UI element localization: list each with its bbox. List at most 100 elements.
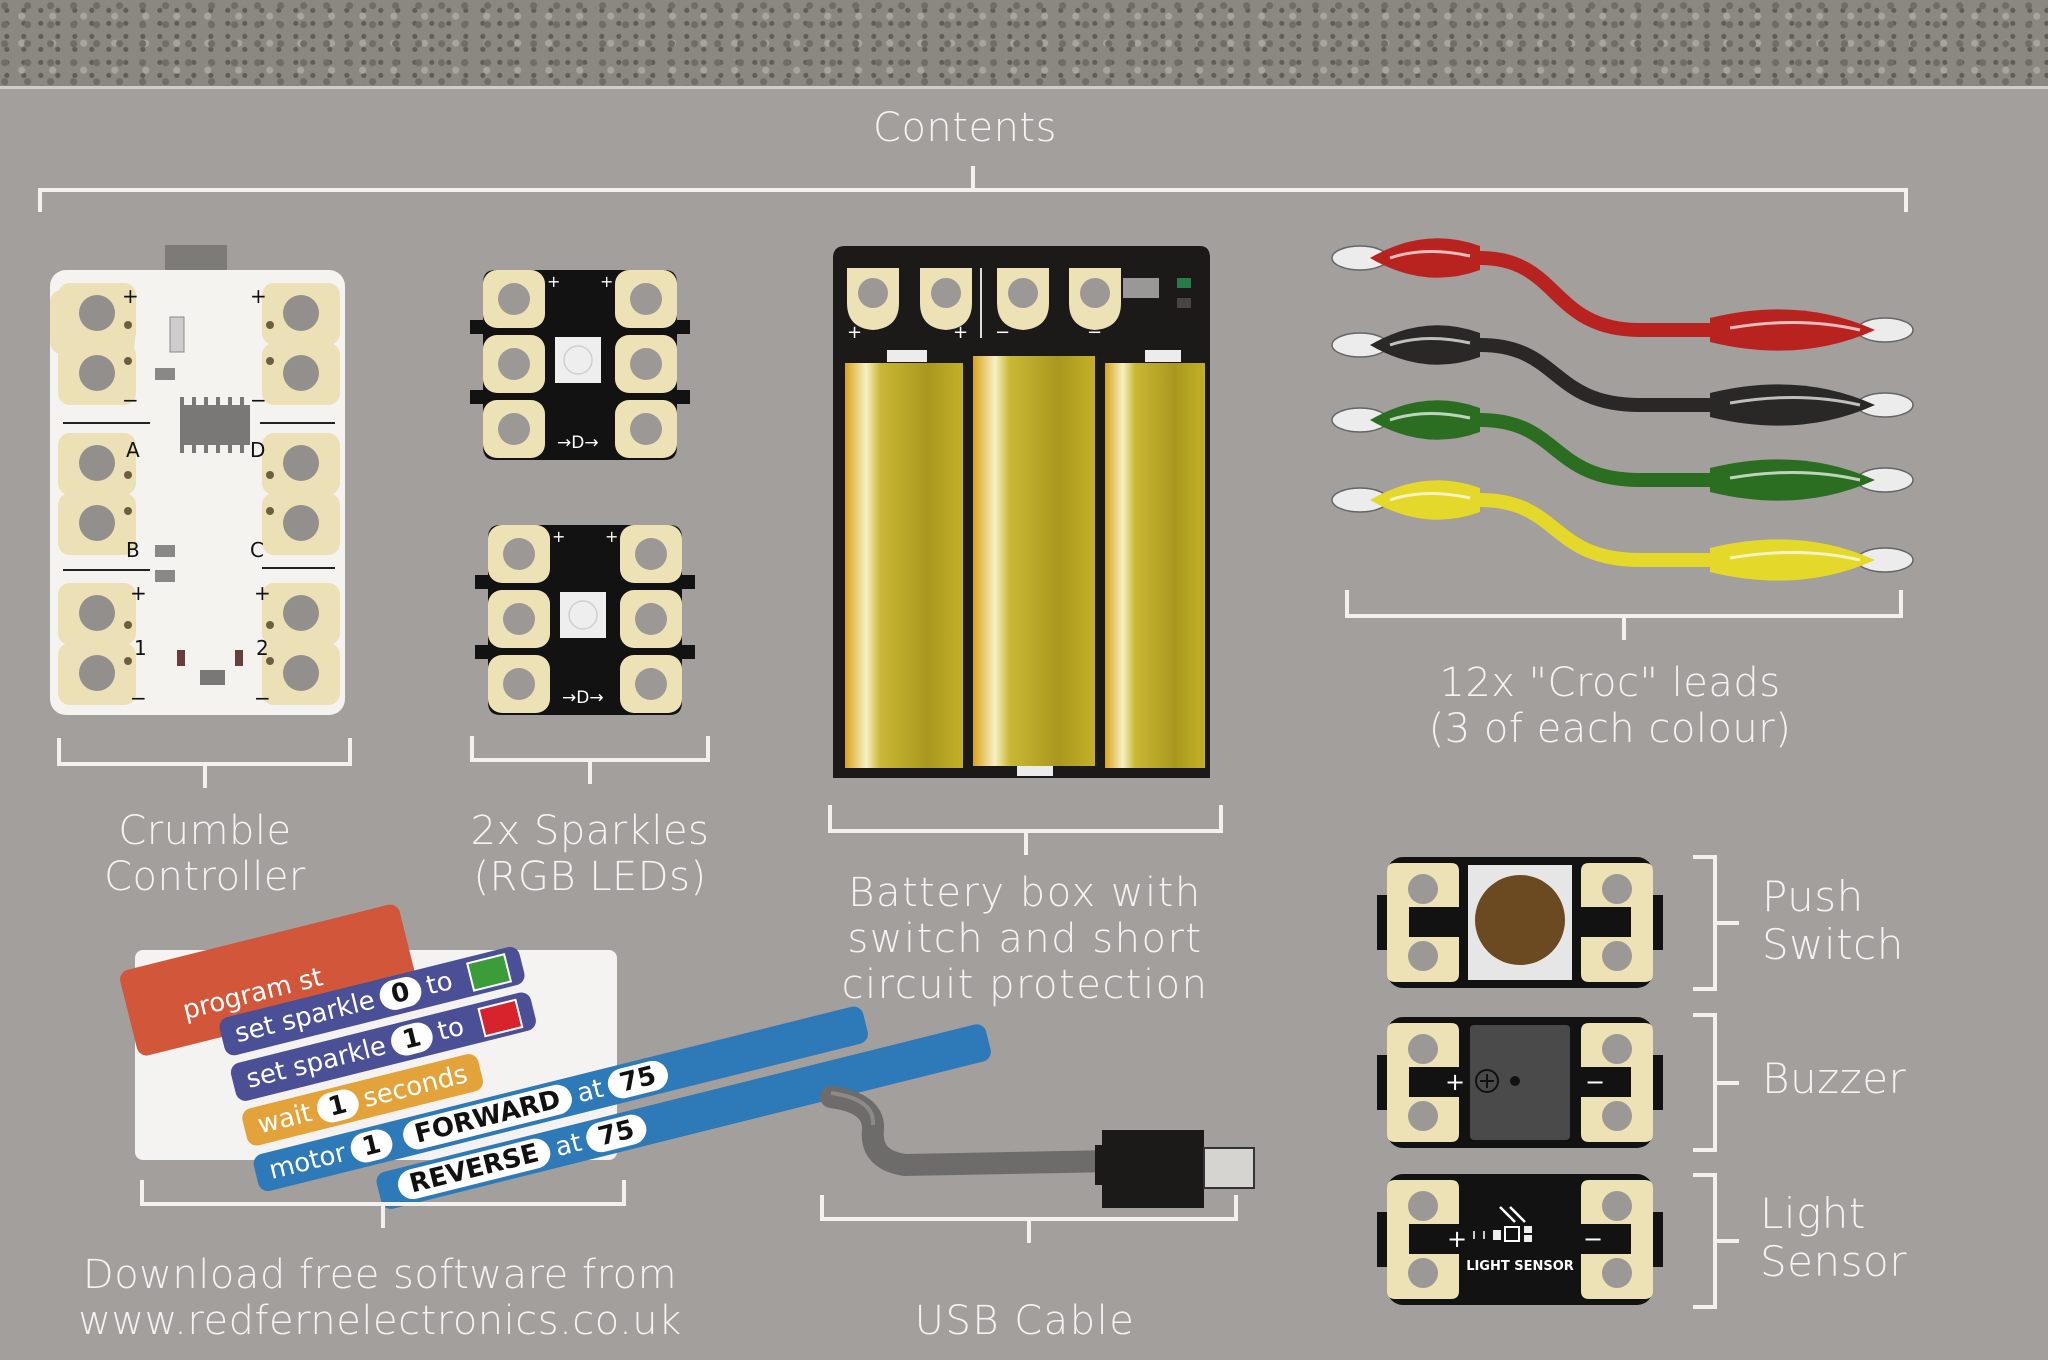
crumble-terminal-pad — [58, 343, 136, 405]
module-terminal-pad — [1581, 863, 1653, 982]
light-sensor-silkscreen: LIGHT SENSOR — [1466, 1259, 1574, 1274]
contents-bracket — [38, 166, 1908, 212]
sparkle-terminal-pad — [488, 525, 550, 583]
crumble-plus-left-2: + — [130, 581, 147, 605]
battery-cell — [1105, 363, 1205, 768]
usb-label: USB Cable — [914, 1298, 1136, 1344]
crumble-terminal-pad — [262, 583, 340, 645]
battery-label-line3: circuit protection — [841, 962, 1209, 1008]
croc-label-line1: 12x "Croc" leads — [1439, 660, 1781, 706]
block-text: at — [552, 1127, 585, 1164]
sparkle-terminal-pad — [488, 655, 550, 713]
sparkles-bracket — [470, 736, 710, 784]
sparkle-terminal-pad — [615, 400, 677, 458]
crumble-pin-d: D — [250, 438, 265, 462]
sparkles-label: 2x Sparkles (RGB LEDs) — [440, 808, 740, 900]
crumble-minus-right-2: − — [254, 686, 271, 710]
push-switch-label-line2: Switch — [1762, 920, 1904, 970]
contents-title: Contents — [873, 105, 1057, 151]
battery-box: + + − − — [833, 246, 1210, 778]
crumble-pin-c: C — [250, 538, 264, 562]
battery-cell — [973, 356, 1095, 766]
battery-label-line1: Battery box with — [848, 870, 1202, 916]
push-switch-label: Push Switch — [1762, 872, 1904, 970]
push-switch-module — [1377, 857, 1663, 988]
sparkle-plus: + — [552, 527, 565, 546]
block-text: to — [423, 966, 456, 1002]
block-text: to — [434, 1011, 468, 1048]
sparkle-terminal-pad — [620, 525, 682, 583]
rgb-led — [560, 592, 606, 638]
usb-c-plug — [1203, 1147, 1255, 1189]
block-text: at — [573, 1073, 607, 1110]
crumble-plus-right: + — [250, 284, 267, 308]
battery-terminal-pad — [920, 268, 972, 330]
module-terminal-pad — [1387, 1023, 1459, 1142]
sparkle-terminal-pad — [620, 590, 682, 648]
light-sensor-module: + −LIGHT SENSOR — [1377, 1174, 1663, 1305]
crumble-minus-left: − — [122, 388, 139, 412]
push-switch-bracket — [1693, 855, 1739, 991]
battery-bracket — [828, 805, 1223, 855]
software-bracket — [140, 1180, 626, 1228]
sparkle-terminal-pad — [620, 655, 682, 713]
software-label: Download free software from www.redferne… — [60, 1252, 700, 1344]
sparkle-index-0: 0 — [376, 973, 425, 1014]
light-sensor-label: Light Sensor — [1760, 1189, 1907, 1287]
sparkle-terminal-pad — [483, 400, 545, 458]
sparkle-index-1: 1 — [387, 1019, 436, 1059]
crumble-terminal-pad — [58, 433, 136, 495]
sparkle-data-direction: →D→ — [557, 433, 599, 453]
light-sensor-plus: + — [1447, 1225, 1467, 1253]
module-terminal-pad — [1387, 1180, 1459, 1299]
crumble-terminal-pad — [262, 343, 340, 405]
croc-lead — [1331, 325, 1914, 426]
light-sensor-icon — [1504, 1226, 1520, 1242]
module-terminal-pad — [1581, 1180, 1653, 1299]
sparkle-terminal-pad — [615, 270, 677, 328]
battery-terminal-pad — [847, 268, 899, 330]
wait-value: 1 — [313, 1086, 362, 1126]
module-terminal-pad — [1387, 863, 1459, 982]
battery-cell — [845, 363, 963, 768]
crumble-plus-right-2: + — [254, 581, 271, 605]
buzzer-module: +− — [1377, 1017, 1663, 1148]
block-text: motor — [266, 1137, 350, 1186]
buzzer-minus: − — [1585, 1068, 1605, 1096]
buzzer-body — [1470, 1025, 1570, 1140]
sparkle-plus: + — [600, 272, 613, 291]
light-sensor-label-line1: Light — [1760, 1189, 1866, 1238]
crumble-terminal-pad — [262, 643, 340, 705]
battery-label-line2: switch and short — [847, 916, 1203, 962]
light-sensor-minus: − — [1583, 1225, 1603, 1253]
crumble-terminal-pad — [58, 583, 136, 645]
crumble-label-line1: Crumble — [118, 808, 292, 854]
sparkle-data-direction: →D→ — [562, 688, 604, 708]
crumble-label-line2: Controller — [104, 854, 306, 900]
block-text: wait — [254, 1098, 315, 1141]
croc-lead — [1331, 238, 1914, 351]
battery-minus-2: − — [1087, 322, 1102, 343]
software-label-line1: Download free software from — [82, 1252, 678, 1298]
usb-bracket — [820, 1195, 1238, 1243]
module-terminal-pad — [1581, 1023, 1653, 1142]
sparkles-label-line2: (RGB LEDs) — [473, 854, 707, 900]
crumble-terminal-pad — [262, 493, 340, 555]
motor-speed: 75 — [605, 1057, 671, 1102]
push-button-icon — [1475, 875, 1565, 965]
croc-label-line2: (3 of each colour) — [1428, 706, 1792, 752]
crumble-terminal-pad — [58, 493, 136, 555]
croc-lead — [1331, 400, 1914, 501]
software-link[interactable]: www.redfernelectronics.co.uk — [78, 1298, 682, 1344]
sparkles-label-line1: 2x Sparkles — [470, 808, 710, 854]
crumble-terminal-pad — [58, 643, 136, 705]
sparkle-terminal-pad — [483, 270, 545, 328]
usb-connector-housing — [1102, 1130, 1204, 1208]
crumble-controller-board: + + − − A D B C + + 1 2 − − — [50, 245, 345, 715]
battery-terminal-pad — [997, 268, 1049, 330]
croc-leads — [1331, 238, 1914, 581]
crumble-terminal-pad — [262, 283, 340, 345]
crumble-bracket — [57, 738, 352, 788]
sparkle-led-1: ++→D→ — [470, 270, 690, 460]
